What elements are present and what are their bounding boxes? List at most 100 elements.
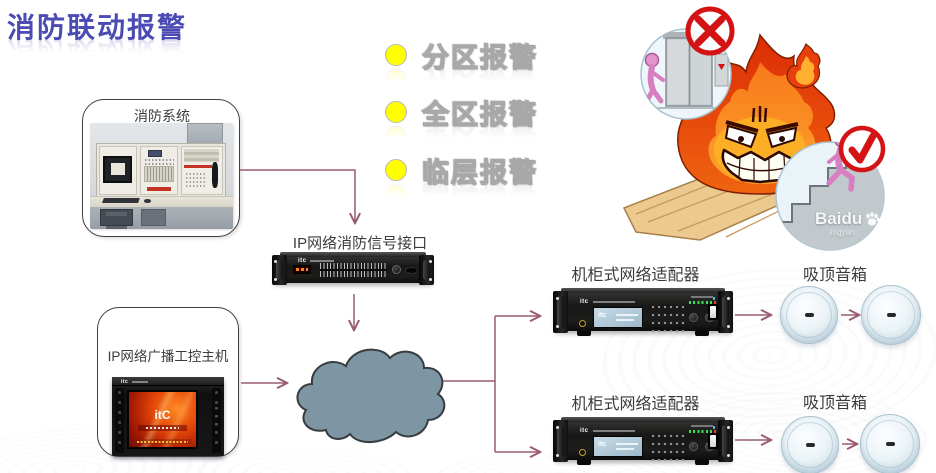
screw [556,325,559,328]
bullet-dot [385,159,407,181]
stairs-scene [775,125,886,251]
screen-itc-logo: itC [154,408,171,422]
screw [274,278,277,281]
bullet-label: 全区报警 [421,99,538,130]
rack-ear [553,291,568,333]
audio-jack [579,449,586,456]
bullet-label: 分区报警 [421,42,538,73]
red-label [147,186,171,191]
button-columns [649,302,686,333]
network-cloud [296,348,446,443]
device-top-edge [561,288,725,294]
drawer-unit [141,208,166,227]
page-title-text: 消防联动报警 [7,12,188,43]
screw [556,454,559,457]
power-led [712,426,715,429]
screw [727,297,730,300]
screw [429,278,432,281]
lcd-text-line [616,443,638,445]
adapter-top-label: 机柜式网络适配器 [571,267,700,284]
model-text [593,430,635,432]
fire-system-photo [90,123,233,229]
device-top-edge [280,252,426,258]
power-led [712,297,715,300]
lcd-screen: itc [593,307,643,328]
ceiling-speaker [861,285,921,345]
rack-ear [553,420,568,462]
console-panel-controls [139,145,179,195]
wall-cabinet [187,123,223,146]
side-buttons [213,404,220,430]
screw [727,325,730,328]
monitor [103,156,133,184]
rack-ear [718,291,733,333]
ceiling-speaker [780,286,838,344]
device-top-edge [112,377,224,386]
fire-system-label: 消防系统 [134,108,190,124]
itc-logo: itc [580,428,589,434]
panel-display [147,150,163,157]
approved-check-mark [838,125,886,173]
button-grid [143,157,175,166]
button-array [320,263,386,277]
prohibited-x-mark [685,6,735,56]
button-grid [184,172,205,187]
adapter-bottom-device: itc itc [553,417,733,465]
ceiling-speaker [781,416,839,473]
led-display [293,265,311,274]
fire-interface-label: IP网络消防信号接口 [292,235,428,252]
lcd-text-line [616,448,634,450]
screw [556,297,559,300]
bullet-dot [385,101,407,123]
screen-caption-band [133,439,192,444]
port [405,267,418,274]
lcd-screen: itc [593,436,643,457]
bullet-item-adjacent-floor-alarm: 临层报警 临层报警 [385,153,539,212]
foot [577,460,591,465]
adapter-top-device: itc itc [553,288,733,336]
connector-firesystem-to-interface [240,169,355,222]
foot [695,460,709,465]
screw [727,454,730,457]
power-switch [708,433,718,449]
led-indicators [689,425,716,433]
audio-jack [579,320,586,327]
telephone-handset [211,161,218,188]
lcd-text-line [616,314,638,316]
lcd-itc-logo: itc [598,312,607,319]
bullet-label: 临层报警 [421,157,538,188]
button-columns [649,431,686,462]
screw [727,426,730,429]
red-bar [184,164,213,169]
model-text [593,301,635,303]
mouse [144,199,151,204]
screw [274,260,277,263]
console-panel-phone [180,145,223,195]
foot [695,331,709,336]
bullet-dot-reflection [385,69,407,91]
rack-ear [419,255,434,285]
knob [392,265,401,274]
lcd-itc-logo: itc [598,441,607,448]
bullet-item-all-zone-alarm: 全区报警 全区报警 [385,95,539,154]
desk-front [90,206,233,229]
elevator-scene [640,6,735,120]
knob [689,313,698,322]
led-indicators [689,296,716,304]
page-title: 消防联动报警 消防联动报警 [7,12,187,67]
itc-logo: itc [298,258,307,264]
keyboard [101,197,140,203]
bullet-dot-reflection [385,184,407,206]
broadcast-host-label: IP网络广播工控主机 [107,349,229,364]
power-switch [708,304,718,320]
fire-interface-device: itc [272,252,434,288]
bullet-dot [385,44,407,66]
foot [577,331,591,336]
bullet-item-zone-alarm: 分区报警 分区报警 [385,38,539,97]
itc-logo: itc [580,299,589,305]
host-screen: itC [127,390,198,449]
speakers-bottom-label: 吸顶音箱 [802,395,867,412]
knob [689,442,698,451]
bullet-label-reflection: 临层报警 [421,177,538,208]
